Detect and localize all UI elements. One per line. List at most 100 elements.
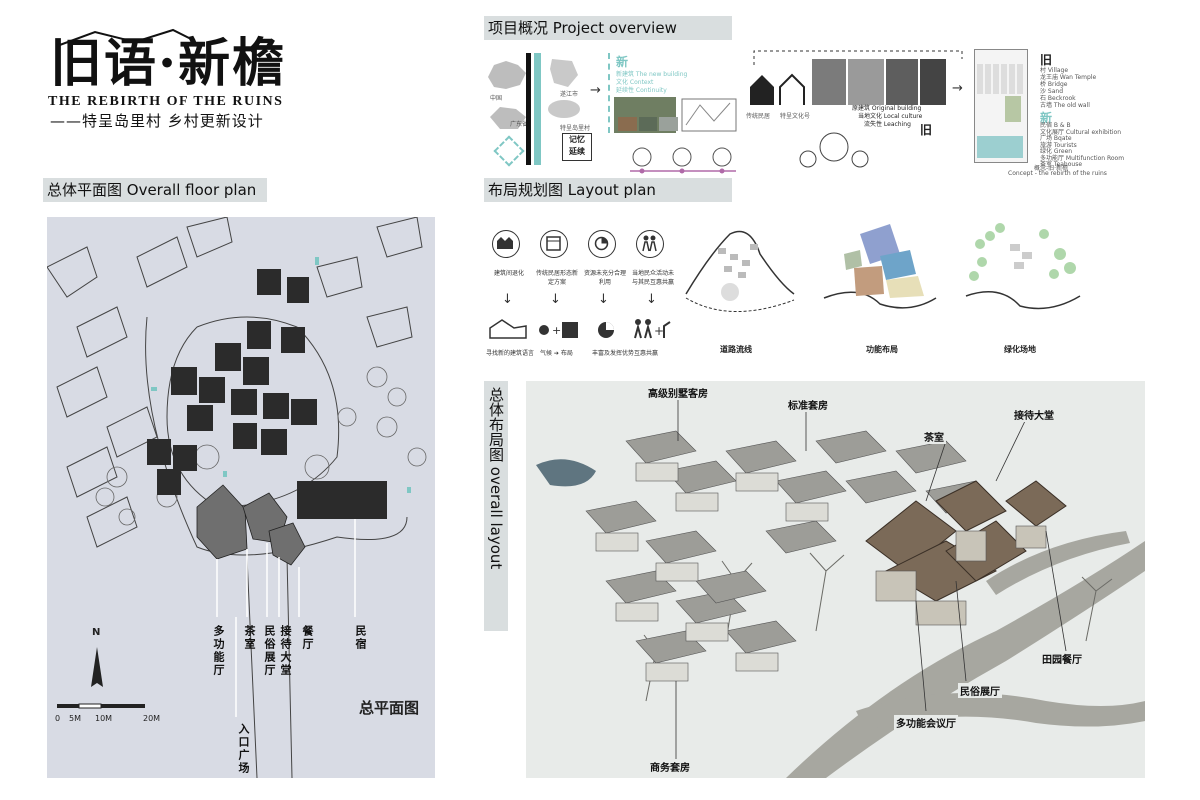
- floor-label-entrance: 入口广场: [237, 723, 250, 775]
- memory-stamp: 记忆 延续: [562, 133, 592, 161]
- guangdong-map-icon: [490, 107, 526, 129]
- legend-old-item: 古墙 The old wall: [1040, 102, 1090, 109]
- photo-strip: [618, 117, 679, 131]
- floor-label-teahouse: 茶室: [243, 625, 256, 651]
- legend-new-char: 新: [1040, 111, 1053, 125]
- problem-label-2: 传统民居形态新定方案: [535, 270, 578, 286]
- legend-new-item: 多功能厅 Multifunction Room: [1040, 154, 1125, 162]
- arrow-down-icon: ↓: [598, 292, 609, 307]
- floor-label-folk-hall: 民俗展厅: [263, 625, 276, 677]
- arrow-right-icon: →: [590, 83, 601, 98]
- map-label-guangdong: 广东省: [510, 121, 529, 128]
- legend-old-item: 龙王庙 Wan Temple: [1040, 74, 1097, 81]
- overview-strip: 中国 广东省 遂江市 特呈岛里村 记忆 延续 → 新 新建筑 The new b…: [484, 45, 1124, 180]
- concept-caption-cn: 概念-旧·新檐: [1034, 165, 1069, 172]
- legend-old-item: 石 Beckrook: [1040, 95, 1076, 102]
- caption-function-layout: 功能布局: [866, 344, 898, 354]
- floor-label-homestay: 民宿: [354, 625, 367, 651]
- stamp-line-2: 延续: [569, 147, 585, 156]
- svg-text:+: +: [552, 324, 561, 337]
- old-photo-2: [848, 59, 884, 105]
- overall-layout-panel: 高级别墅客房 标准套房 接待大堂 茶室 田园餐厅 民俗展厅 多功能会议厅 商务套…: [526, 381, 1145, 778]
- section-header-layout-plan: 布局规划图 Layout plan: [484, 178, 732, 202]
- floor-plan-caption: 总平面图: [359, 699, 420, 717]
- map-label-village: 特呈岛里村: [560, 125, 591, 132]
- result-label-1: 寻找新的建筑语言: [486, 350, 535, 357]
- section-header-floor-plan: 总体平面图 Overall floor plan: [43, 178, 267, 202]
- svg-text:+: +: [654, 324, 664, 338]
- map-divider-teal: [534, 53, 541, 165]
- section-header-overall-layout: 总体布局图 overall layout: [484, 381, 508, 631]
- tag-garden-restaurant: 田园餐厅: [1040, 651, 1084, 666]
- new-line-1: 新建筑 The new building: [616, 71, 688, 78]
- people-icon: [636, 230, 664, 258]
- legend-new-item: 文化展厅 Cultural exhibition: [1040, 128, 1122, 136]
- map-label-china: 中国: [490, 95, 503, 102]
- floor-plan-panel: 多功能厅 茶室 民俗展厅 接待大堂 餐厅 民宿 入口广场 N 0 5M 10M …: [47, 217, 435, 778]
- pie-advantage-icon: [598, 322, 614, 338]
- facade-icon: [540, 230, 568, 258]
- problem-label-4: 当地民众活动未与其民互惠共赢: [631, 270, 674, 286]
- map-divider: [526, 53, 531, 165]
- tag-standard-suite: 标准套房: [786, 397, 830, 412]
- result-label-3: 丰富及发挥优势: [592, 350, 635, 357]
- old-line-1: 原建筑 Original building: [852, 105, 922, 112]
- north-arrow-icon: [91, 647, 103, 687]
- building-icon: [492, 230, 520, 258]
- legend-new-item: 旅游 Tourists: [1040, 141, 1077, 149]
- problem-label-1: 建筑间退化: [493, 270, 524, 277]
- tag-conference-hall: 多功能会议厅: [894, 715, 958, 730]
- win-win-icon: +: [634, 319, 671, 339]
- floor-label-multifunction: 多功能厅: [212, 625, 225, 677]
- legend-old-list: 村 Village 龙王庙 Wan Temple 桥 Bridge 沙 Sand…: [1040, 67, 1096, 109]
- arrow-down-icon: ↓: [550, 292, 561, 307]
- legend-new-item: 绿化 Green: [1040, 148, 1073, 155]
- arrow-down-icon: ↓: [502, 292, 513, 307]
- legend-old-char: 旧: [1040, 53, 1053, 67]
- arrow-down-icon: ↓: [646, 292, 657, 307]
- result-label-2: 气候 ➔ 布局: [540, 350, 573, 357]
- new-line-2: 文化 Context: [616, 79, 654, 86]
- island-map-icon: [548, 100, 580, 118]
- new-line-3: 延续性 Continuity: [616, 87, 667, 94]
- concept-grid: [974, 49, 1028, 163]
- tag-reception-hall: 接待大堂: [1012, 407, 1056, 422]
- section-header-overview: 项目概况 Project overview: [484, 16, 732, 40]
- legend-new-item: 茶室 Teahouse: [1040, 161, 1083, 168]
- legend-new-item: 广场 Bqate: [1040, 135, 1072, 142]
- scale-bar: [57, 703, 145, 709]
- tag-teahouse: 茶室: [922, 429, 946, 444]
- new-house-icon: [489, 319, 527, 339]
- legend-old-item: 桥 Bridge: [1040, 81, 1068, 88]
- new-char: 新: [616, 55, 629, 69]
- old-line-3: 流失性 Leaching: [864, 121, 911, 128]
- caption-road-flow: 道路流线: [720, 344, 752, 354]
- legend-new-item: 民宿 B & B: [1040, 122, 1071, 129]
- scale-label-20: 20M: [143, 714, 161, 723]
- old-photo-1: [812, 59, 846, 105]
- scale-label-5: 5M: [69, 714, 81, 723]
- legend-old-item: 村 Village: [1040, 67, 1069, 74]
- concept-caption: Concept - the rebirth of the ruins: [1008, 170, 1107, 177]
- project-title-cn: 旧语·新檐: [50, 33, 287, 94]
- road-flow-diagram: [685, 230, 795, 312]
- function-layout-diagram: [823, 224, 937, 309]
- floor-label-restaurant: 餐厅: [301, 625, 314, 651]
- climate-layout-icon: +: [539, 322, 578, 338]
- old-line-2: 当地文化 Local culture: [858, 113, 923, 120]
- floor-plan-drawing: [47, 217, 427, 778]
- legend-old-item: 沙 Sand: [1040, 88, 1064, 95]
- dashed-connector: [753, 50, 963, 65]
- green-space-diagram: [965, 223, 1081, 310]
- tag-folk-hall: 民俗展厅: [958, 683, 1002, 698]
- old-char: 旧: [920, 123, 933, 137]
- north-label: N: [92, 627, 101, 638]
- site-sketch: [681, 98, 737, 132]
- house-icon: [750, 73, 805, 105]
- circle-diagram-icon: [630, 147, 736, 174]
- teal-diamond-icon: [493, 135, 525, 167]
- caption-green-space: 绿化场地: [1004, 344, 1036, 354]
- tag-business-suite: 商务套房: [648, 759, 692, 774]
- scale-label-0: 0: [55, 714, 61, 723]
- china-map-icon: [488, 61, 526, 89]
